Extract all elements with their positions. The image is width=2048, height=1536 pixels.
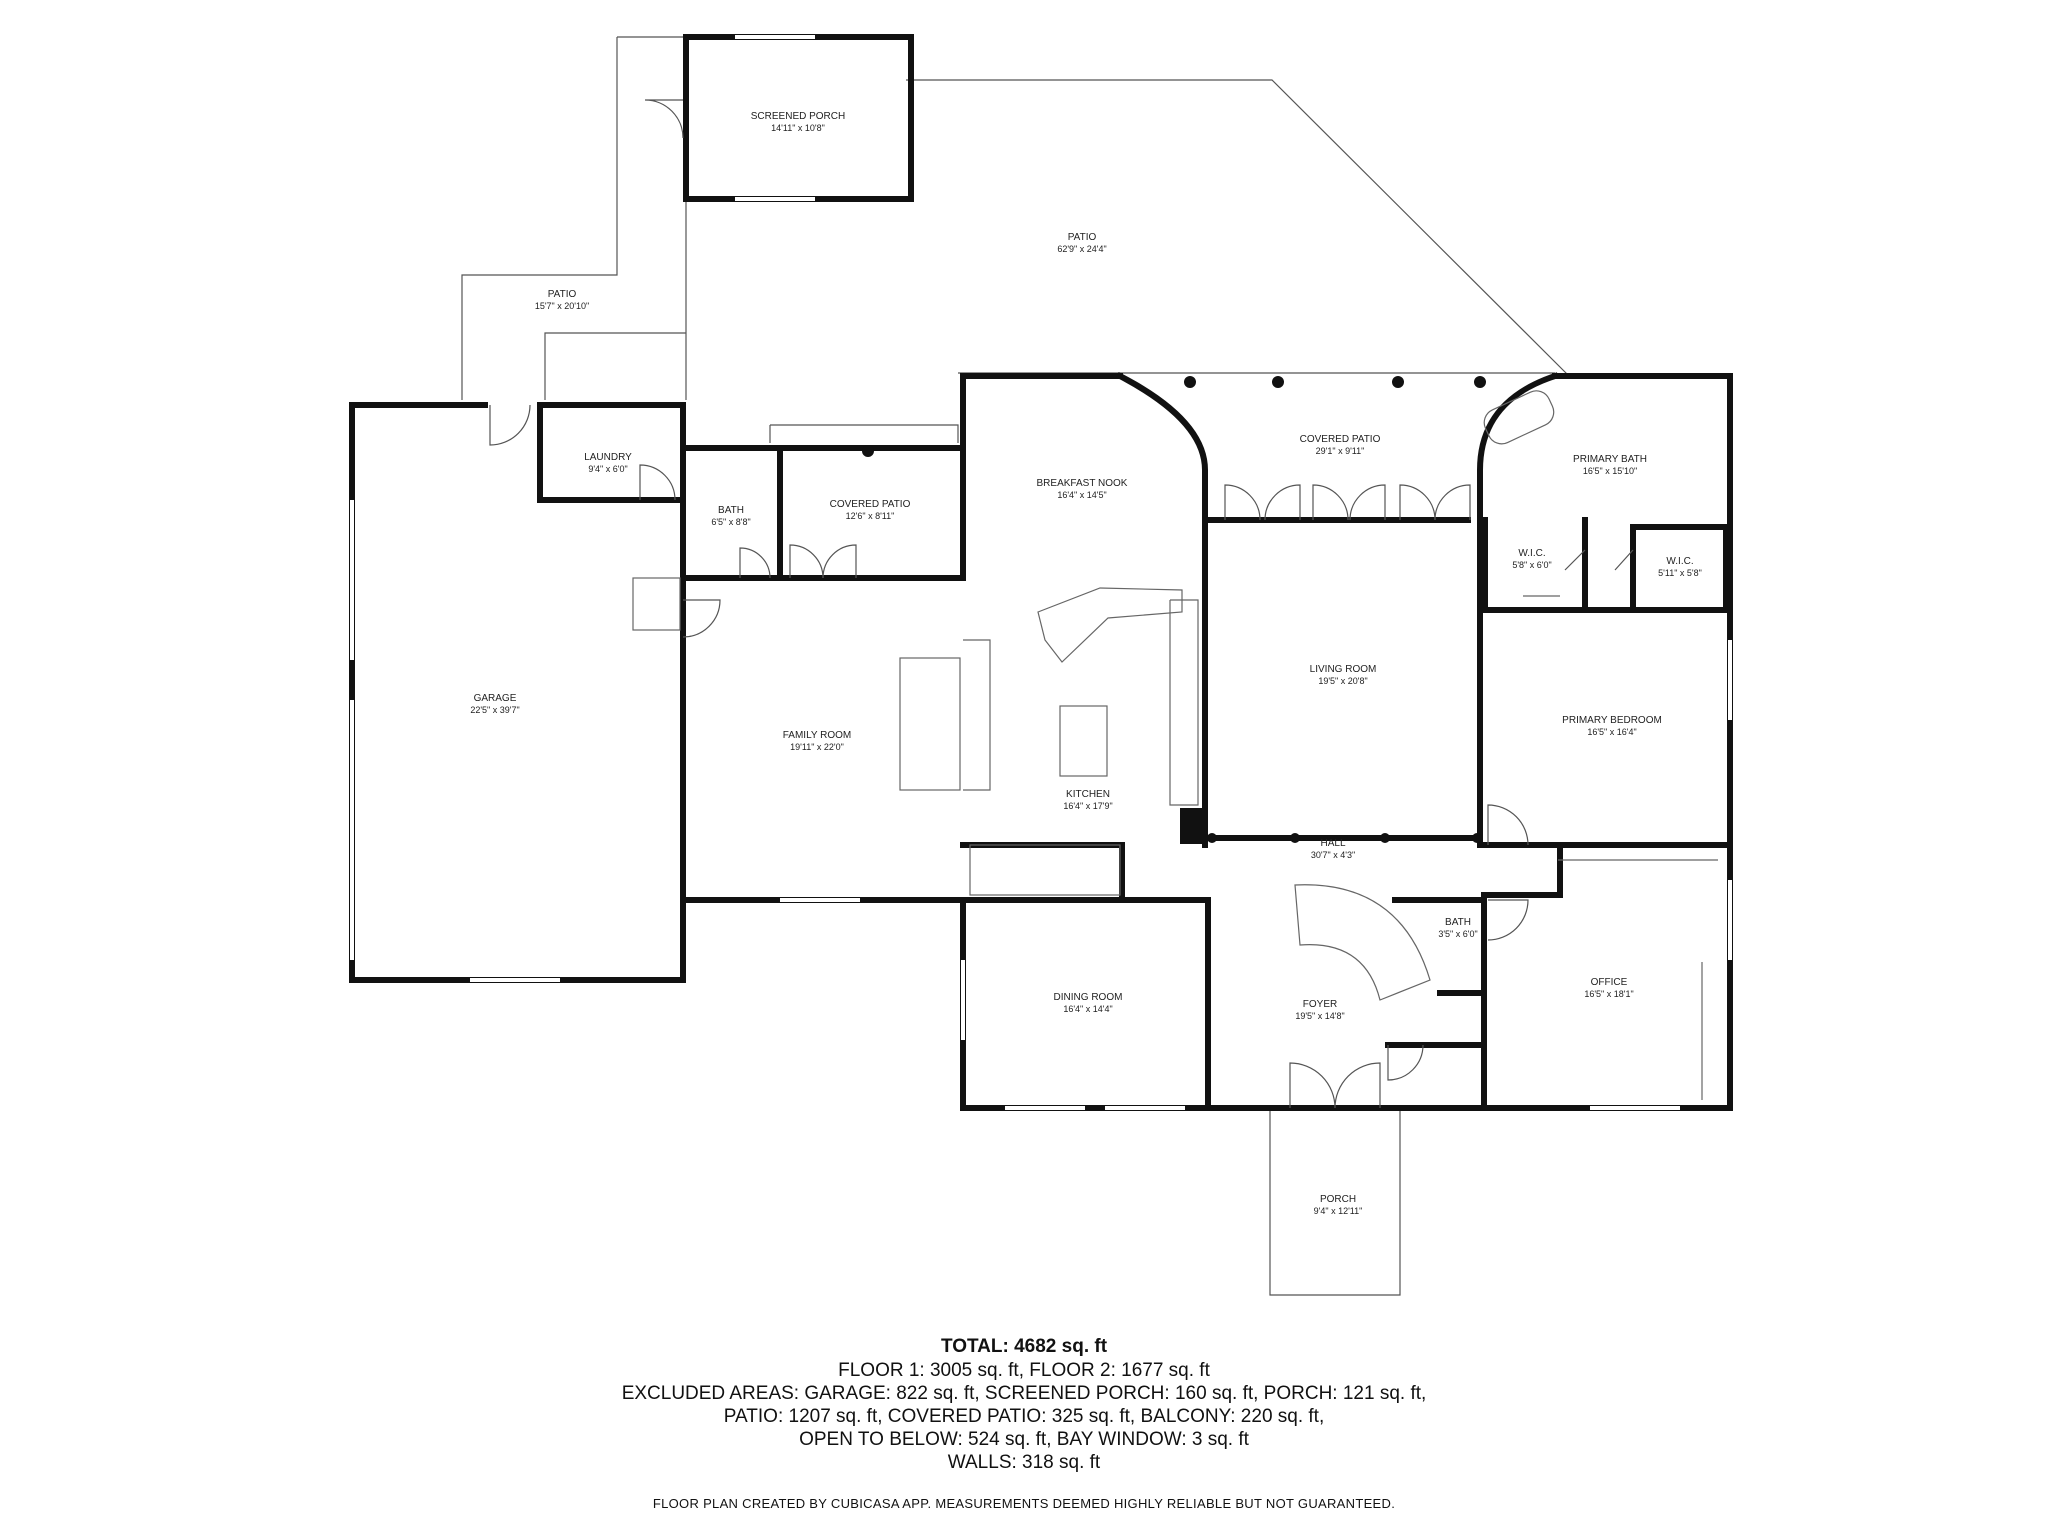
room-covered-patio-1-dims: 12'6" x 8'11" bbox=[846, 511, 895, 521]
room-patio-main-name: PATIO bbox=[1068, 232, 1097, 243]
room-living-room-name: LIVING ROOM bbox=[1310, 664, 1377, 675]
room-covered-patio-2-dims: 29'1" x 9'11" bbox=[1316, 446, 1365, 456]
doors bbox=[489, 99, 1634, 1109]
room-dining-room-dims: 16'4" x 14'4" bbox=[1063, 1004, 1112, 1014]
interior-lines bbox=[632, 390, 1718, 1100]
room-garage-name: GARAGE bbox=[474, 693, 517, 704]
summary-line-floors: FLOOR 1: 3005 sq. ft, FLOOR 2: 1677 sq. … bbox=[838, 1360, 1210, 1381]
room-breakfast-nook-name: BREAKFAST NOOK bbox=[1037, 478, 1128, 489]
room-primary-bedroom-name: PRIMARY BEDROOM bbox=[1562, 715, 1662, 726]
windows bbox=[350, 35, 1732, 1110]
room-porch-dims: 9'4" x 12'11" bbox=[1314, 1206, 1363, 1216]
room-patio-side-name: PATIO bbox=[548, 289, 577, 300]
room-hall-dims: 30'7" x 4'3" bbox=[1311, 850, 1355, 860]
summary-total: TOTAL: 4682 sq. ft bbox=[940, 1336, 1108, 1357]
room-foyer-name: FOYER bbox=[1303, 999, 1337, 1010]
footer-disclaimer: FLOOR PLAN CREATED BY CUBICASA APP. MEAS… bbox=[652, 1496, 1396, 1511]
room-primary-bath-name: PRIMARY BATH bbox=[1573, 454, 1647, 465]
summary-line-walls: WALLS: 318 sq. ft bbox=[947, 1452, 1101, 1473]
room-garage-dims: 22'5" x 39'7" bbox=[470, 705, 519, 715]
room-laundry-name: LAUNDRY bbox=[584, 452, 632, 463]
room-breakfast-nook-dims: 16'4" x 14'5" bbox=[1057, 490, 1106, 500]
room-wic-1-dims: 5'8" x 6'0" bbox=[1512, 560, 1551, 570]
room-bath-2-dims: 3'5" x 6'0" bbox=[1438, 929, 1477, 939]
room-foyer-dims: 19'5" x 14'8" bbox=[1295, 1011, 1344, 1021]
room-family-room-dims: 19'11" x 22'0" bbox=[790, 742, 844, 752]
room-patio-side-dims: 15'7" x 20'10" bbox=[535, 301, 589, 311]
summary-line-excluded-1: EXCLUDED AREAS: GARAGE: 822 sq. ft, SCRE… bbox=[621, 1383, 1427, 1404]
summary-line-excluded-2: PATIO: 1207 sq. ft, COVERED PATIO: 325 s… bbox=[723, 1406, 1325, 1427]
summary-line-excluded-3: OPEN TO BELOW: 524 sq. ft, BAY WINDOW: 3… bbox=[799, 1429, 1249, 1450]
room-wic-2-dims: 5'11" x 5'8" bbox=[1658, 568, 1702, 578]
room-screened-porch-name: SCREENED PORCH bbox=[751, 111, 845, 122]
room-covered-patio-1-name: COVERED PATIO bbox=[830, 499, 911, 510]
room-office-name: OFFICE bbox=[1591, 977, 1628, 988]
room-kitchen-dims: 16'4" x 17'9" bbox=[1063, 801, 1112, 811]
room-office-dims: 16'5" x 18'1" bbox=[1584, 989, 1633, 999]
room-bath-1-dims: 6'5" x 8'8" bbox=[711, 517, 750, 527]
walls bbox=[349, 34, 1733, 1111]
room-labels: SCREENED PORCH 14'11" x 10'8" PATIO 62'9… bbox=[470, 111, 1702, 1216]
room-patio-main-dims: 62'9" x 24'4" bbox=[1057, 244, 1106, 254]
room-kitchen-name: KITCHEN bbox=[1066, 789, 1110, 800]
room-screened-porch-dims: 14'11" x 10'8" bbox=[771, 123, 825, 133]
room-primary-bedroom-dims: 16'5" x 16'4" bbox=[1587, 727, 1636, 737]
room-hall-name: HALL bbox=[1320, 838, 1345, 849]
room-wic-2-name: W.I.C. bbox=[1666, 556, 1693, 567]
room-laundry-dims: 9'4" x 6'0" bbox=[588, 464, 627, 474]
room-living-room-dims: 19'5" x 20'8" bbox=[1318, 676, 1367, 686]
room-wic-1-name: W.I.C. bbox=[1518, 548, 1545, 559]
room-dining-room-name: DINING ROOM bbox=[1054, 992, 1123, 1003]
room-bath-1-name: BATH bbox=[718, 505, 744, 516]
columns bbox=[862, 376, 1486, 844]
room-bath-2-name: BATH bbox=[1445, 917, 1471, 928]
room-family-room-name: FAMILY ROOM bbox=[783, 730, 852, 741]
room-porch-name: PORCH bbox=[1320, 1194, 1356, 1205]
room-covered-patio-2-name: COVERED PATIO bbox=[1300, 434, 1381, 445]
room-primary-bath-dims: 16'5" x 15'10" bbox=[1583, 466, 1637, 476]
